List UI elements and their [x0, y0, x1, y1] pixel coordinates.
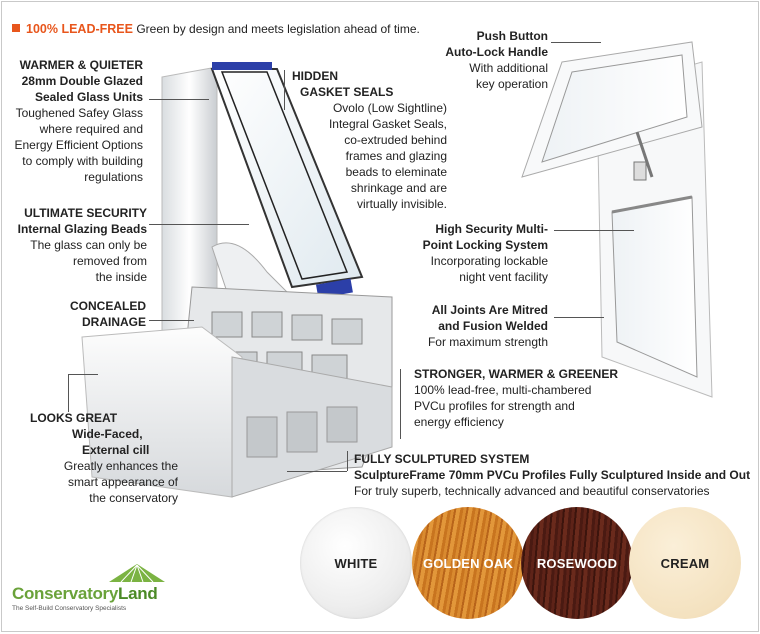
callout-warmer-title3: Sealed Glass Units	[34, 90, 143, 104]
leader-warmer	[149, 99, 209, 100]
leader-handle	[551, 42, 601, 43]
callout-sculptured-line: For truly superb, technically advanced a…	[354, 484, 710, 498]
callout-sculptured-title2: SculptureFrame 70mm PVCu Profiles Fully …	[354, 468, 751, 482]
swatch-white: WHITE	[300, 507, 412, 619]
callout-stronger-line: 100% lead-free, multi-chambered	[414, 383, 592, 397]
callout-looks-title2: Wide-Faced,	[72, 427, 143, 441]
callout-gasket-line: Ovolo (Low Sightline)	[332, 101, 447, 115]
callout-warmer-line: to comply with building	[22, 154, 143, 168]
callout-locking-line: night vent facility	[459, 270, 548, 284]
callout-warmer: WARMER & QUIETER 28mm Double Glazed Seal…	[2, 57, 143, 185]
swatch-label: GOLDEN OAK	[422, 555, 514, 571]
callout-warmer-title2: 28mm Double Glazed	[21, 74, 143, 88]
callout-joints: All Joints Are Mitred and Fusion Welded …	[412, 302, 548, 350]
callout-handle-title1: Push Button	[476, 29, 548, 43]
swatch-golden-oak: GOLDEN OAK	[412, 507, 524, 619]
headline-text: Green by design and meets legislation ah…	[136, 22, 420, 36]
callout-locking-title2: Point Locking System	[422, 238, 548, 252]
brand-name-b: Land	[118, 584, 158, 603]
callout-gasket-title1: HIDDEN	[292, 69, 339, 83]
casement-window-illustration	[521, 41, 713, 398]
callout-joints-title1: All Joints Are Mitred	[431, 303, 548, 317]
leader-joints	[554, 317, 604, 318]
callout-looks-title3: External cill	[82, 443, 150, 457]
callout-handle-line: key operation	[475, 77, 548, 91]
callout-gasket-line: Integral Gasket Seals,	[328, 117, 447, 131]
callout-security-line: removed from	[72, 254, 147, 268]
callout-looks-line: smart appearance of	[67, 475, 178, 489]
callout-warmer-line: Toughened Safey Glass	[15, 106, 143, 120]
callout-gasket-line: frames and glazing	[345, 149, 447, 163]
callout-security-title2: Internal Glazing Beads	[17, 222, 147, 236]
callout-gasket: HIDDEN GASKET SEALS Ovolo (Low Sightline…	[292, 68, 447, 212]
callout-stronger-title1: STRONGER, WARMER & GREENER	[414, 367, 619, 381]
leader-gasket	[284, 70, 285, 110]
callout-drainage: CONCEALED DRAINAGE	[42, 298, 146, 330]
window-section-illustration	[81, 62, 393, 498]
swatch-label: CREAM	[660, 555, 710, 571]
swatch-cream: CREAM	[629, 507, 741, 619]
callout-gasket-line: shrinkage and are	[350, 181, 447, 195]
leader-stronger	[400, 369, 401, 439]
callout-stronger-line: energy efficiency	[414, 415, 504, 429]
callout-locking: High Security Multi- Point Locking Syste…	[402, 221, 548, 285]
roof-icon	[109, 564, 165, 583]
brand-logo: ConservatoryLand The Self-Build Conserva…	[12, 562, 167, 612]
callout-locking-title1: High Security Multi-	[435, 222, 548, 236]
callout-locking-line: Incorporating lockable	[430, 254, 548, 268]
callout-drainage-title2: DRAINAGE	[81, 315, 146, 329]
brand-name: ConservatoryLand	[12, 584, 167, 604]
callout-warmer-line: where required and	[39, 122, 143, 136]
callout-warmer-line: Energy Efficient Options	[14, 138, 143, 152]
callout-handle: Push Button Auto-Lock Handle With additi…	[432, 28, 548, 92]
callout-security-title1: ULTIMATE SECURITY	[24, 206, 147, 220]
callout-gasket-line: beads to eleminate	[345, 165, 447, 179]
leader-locking	[554, 230, 634, 231]
headline-highlight: 100% LEAD-FREE	[26, 22, 133, 36]
callout-handle-title2: Auto-Lock Handle	[445, 45, 548, 59]
callout-sculptured-title1: FULLY SCULPTURED SYSTEM	[354, 452, 530, 466]
callout-joints-line: For maximum strength	[427, 335, 548, 349]
swatch-label: ROSEWOOD	[536, 555, 618, 571]
callout-looks-title1: LOOKS GREAT	[30, 411, 118, 425]
swatch-rosewood: ROSEWOOD	[521, 507, 633, 619]
callout-gasket-line: co-extruded behind	[344, 133, 447, 147]
headline: 100% LEAD-FREE Green by design and meets…	[12, 22, 420, 36]
callout-looks: LOOKS GREAT Wide-Faced, External cill Gr…	[22, 410, 178, 506]
callout-looks-line: Greatly enhances the	[63, 459, 178, 473]
callout-stronger: STRONGER, WARMER & GREENER 100% lead-fre…	[414, 366, 634, 430]
callout-sculptured: FULLY SCULPTURED SYSTEM SculptureFrame 7…	[354, 451, 754, 499]
brand-name-a: Conservatory	[12, 584, 118, 603]
bullet-square	[12, 24, 20, 32]
leader-looks	[68, 374, 69, 412]
callout-warmer-title1: WARMER & QUIETER	[19, 58, 143, 72]
callout-gasket-line: virtually invisible.	[356, 197, 447, 211]
callout-warmer-line: regulations	[84, 170, 143, 184]
callout-drainage-title1: CONCEALED	[69, 299, 146, 313]
callout-security-line: The glass can only be	[30, 238, 147, 252]
callout-security-line: the inside	[95, 270, 147, 284]
leader-sculptured	[347, 451, 348, 471]
callout-stronger-line: PVCu profiles for strength and	[414, 399, 575, 413]
callout-gasket-title2: GASKET SEALS	[300, 85, 394, 99]
leader-security	[149, 224, 249, 225]
callout-joints-title2: and Fusion Welded	[438, 319, 548, 333]
callout-handle-line: With additional	[469, 61, 548, 75]
callout-security: ULTIMATE SECURITY Internal Glazing Beads…	[2, 205, 147, 285]
swatch-label: WHITE	[334, 555, 378, 571]
brand-tagline: The Self-Build Conservatory Specialists	[12, 605, 127, 612]
callout-looks-line: the conservatory	[89, 491, 178, 505]
leader-drainage	[149, 320, 194, 321]
